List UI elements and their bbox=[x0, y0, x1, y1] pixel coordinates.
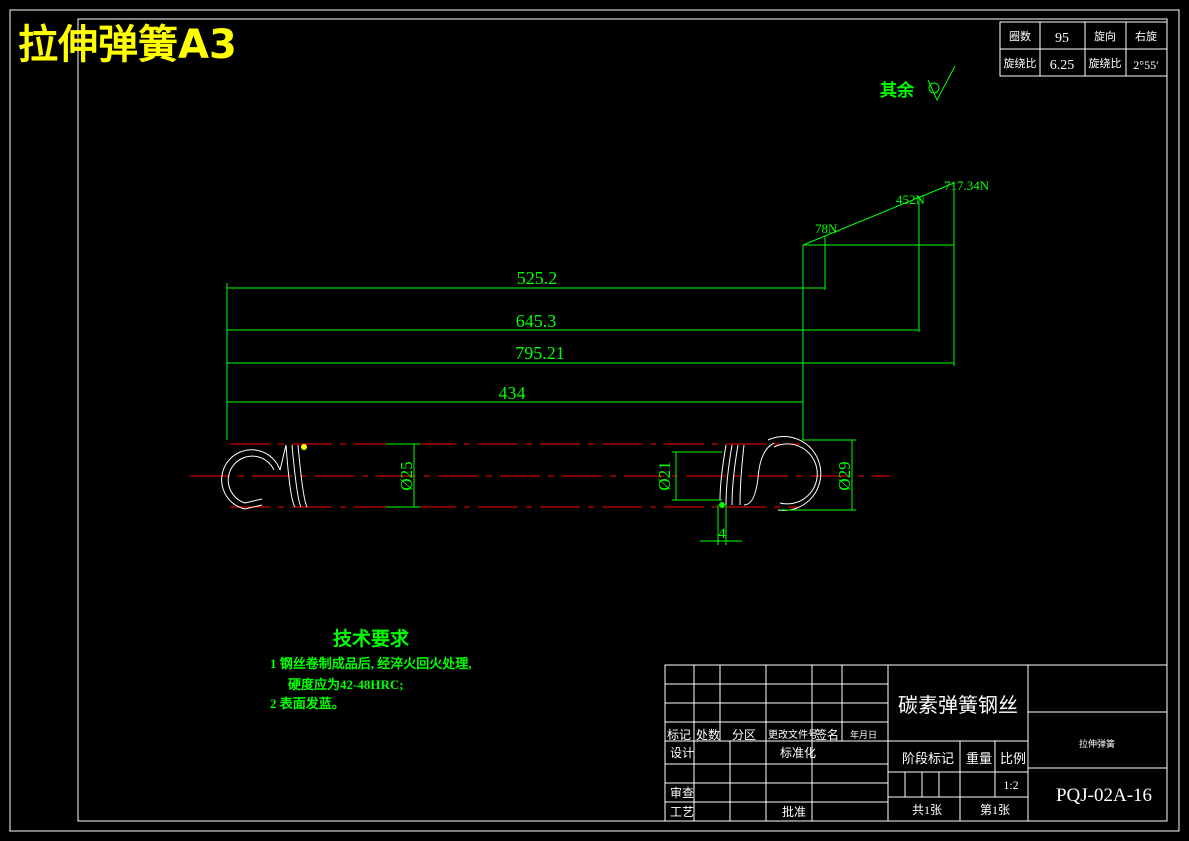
roughness-note: 其余 bbox=[880, 80, 915, 100]
sheet-number: 第1张 bbox=[980, 803, 1010, 817]
tb-label: 标准化 bbox=[780, 746, 816, 760]
part-name: 拉伸弹簧 bbox=[1079, 738, 1115, 749]
tb-label: 阶段标记 bbox=[902, 751, 954, 766]
param-cell: 6.25 bbox=[1050, 58, 1075, 73]
tb-label: 分区 bbox=[732, 728, 756, 742]
tb-label: 审查 bbox=[670, 785, 694, 800]
tech-heading: 技术要求 bbox=[333, 627, 410, 650]
drawing-title: 拉伸弹簧A3 bbox=[18, 22, 237, 68]
length-dimensions: 525.2 645.3 795.21 434 bbox=[226, 268, 954, 440]
title-block: 标记 处数 分区 更改文件号 签名 年月日 设计 标准化 审查 工艺 批准 碳素… bbox=[664, 664, 1168, 822]
param-cell: 95 bbox=[1055, 31, 1069, 46]
outer-border bbox=[9, 9, 1180, 832]
tb-label: 处数 bbox=[696, 727, 720, 742]
spring-centerlines bbox=[190, 443, 890, 508]
param-cell: 圈数 bbox=[1009, 30, 1031, 43]
param-cell: 右旋 bbox=[1135, 29, 1157, 43]
right-hook bbox=[719, 435, 822, 511]
dimension-dia21: Ø21 bbox=[655, 461, 674, 490]
drawing-frame bbox=[77, 18, 1168, 822]
tb-label: 批准 bbox=[782, 804, 806, 819]
drawing-number: PQJ-02A-16 bbox=[1056, 785, 1152, 806]
left-hook bbox=[221, 444, 308, 510]
tb-label: 设计 bbox=[670, 746, 694, 760]
tb-label: 重量 bbox=[966, 751, 992, 766]
dimension-dia29: Ø29 bbox=[835, 461, 854, 490]
param-cell: 旋绕比 bbox=[1004, 56, 1037, 70]
scale-value: 1:2 bbox=[1003, 778, 1018, 792]
tb-label: 比例 bbox=[1000, 751, 1026, 766]
tb-label: 标记 bbox=[667, 728, 691, 742]
force-label-78: 78N bbox=[815, 221, 838, 236]
force-diagram: 78N 452N 717.34N bbox=[802, 178, 990, 440]
tech-line: 2 表面发蓝。 bbox=[270, 696, 345, 711]
tech-requirements: 技术要求 1 钢丝卷制成品后, 经淬火回火处理, 硬度应为42-48HRC; 2… bbox=[270, 627, 472, 711]
force-label-452: 452N bbox=[896, 192, 926, 207]
dimension-645: 645.3 bbox=[516, 311, 557, 331]
param-cell: 旋向 bbox=[1094, 29, 1116, 43]
sheet-total: 共1张 bbox=[912, 803, 942, 817]
tb-label: 工艺 bbox=[670, 805, 694, 819]
tb-label: 更改文件号 bbox=[768, 728, 818, 741]
params-table: 圈数 95 旋向 右旋 旋绕比 6.25 旋绕比 2°55′ bbox=[999, 21, 1168, 77]
dimension-525: 525.2 bbox=[517, 268, 558, 288]
roughness-symbol-icon bbox=[927, 65, 956, 102]
diameter-dimensions: Ø25 Ø21 Ø29 4 bbox=[386, 439, 856, 545]
dimension-434: 434 bbox=[499, 383, 526, 403]
tech-line: 1 钢丝卷制成品后, 经淬火回火处理, bbox=[270, 656, 472, 671]
dimension-dia25: Ø25 bbox=[397, 461, 416, 490]
tb-label: 年月日 bbox=[850, 729, 877, 740]
param-cell: 旋绕比 bbox=[1089, 56, 1122, 70]
dimension-wire: 4 bbox=[718, 526, 726, 542]
dimension-795: 795.21 bbox=[515, 343, 565, 363]
tech-line: 硬度应为42-48HRC; bbox=[288, 677, 404, 692]
tb-label: 签名 bbox=[815, 727, 839, 742]
force-label-717: 717.34N bbox=[944, 178, 990, 193]
material-name: 碳素弹簧钢丝 bbox=[898, 694, 1018, 717]
param-cell: 2°55′ bbox=[1133, 58, 1159, 72]
